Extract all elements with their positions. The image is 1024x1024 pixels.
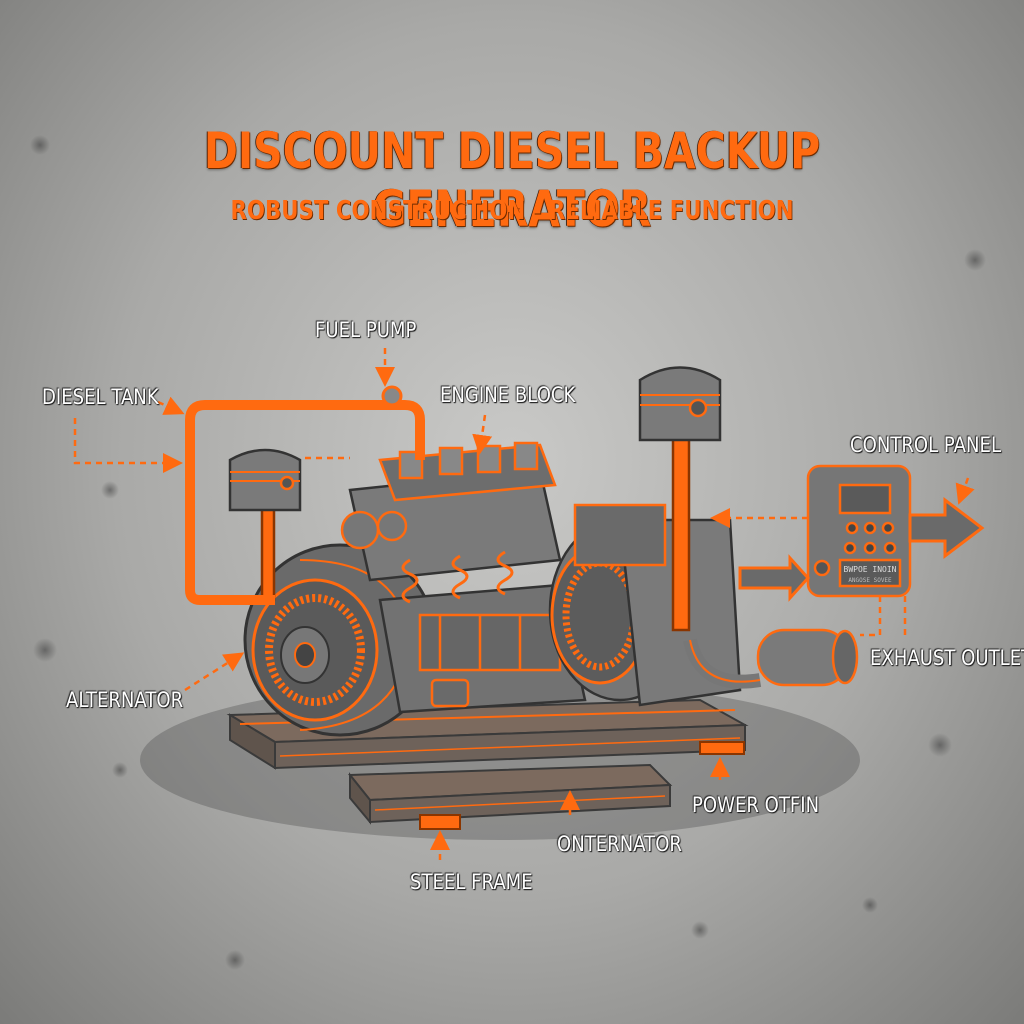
alternator-drum bbox=[243, 543, 437, 737]
label-exhaust-outlet: EXHAUST OUTLET bbox=[870, 646, 1024, 670]
piston-right bbox=[638, 366, 722, 632]
grunge-stains bbox=[30, 135, 986, 970]
input-arrow-icon bbox=[738, 554, 811, 602]
piston-left bbox=[228, 448, 302, 602]
exhaust-muffler bbox=[683, 628, 859, 689]
label-steel-frame: STEEL FRAME bbox=[410, 870, 533, 894]
fuel-pipe bbox=[185, 400, 425, 605]
label-power-otfin: POWER OTFIN bbox=[692, 793, 820, 817]
panel-text-line1: BWPOE INOIN bbox=[844, 565, 897, 574]
label-diesel-tank: DIESEL TANK bbox=[42, 385, 159, 409]
leader-lines bbox=[73, 348, 975, 860]
page-subtitle: ROBUST CONSTRUCTION - RELIABLE FUNCTION bbox=[230, 196, 794, 226]
label-alternator: ALTERNATOR bbox=[66, 688, 184, 712]
steel-frame bbox=[226, 698, 749, 830]
panel-text-line2: ANGOSE SOVEE bbox=[848, 577, 892, 584]
engine-crankcase bbox=[378, 583, 587, 714]
fuel-pump-fitting bbox=[381, 385, 403, 407]
label-engine-block: ENGINE BLOCK bbox=[440, 383, 576, 407]
page-title: DISCOUNT DIESEL BACKUP GENERATOR bbox=[203, 122, 821, 238]
flywheel-housing bbox=[548, 503, 742, 707]
output-arrow-icon bbox=[908, 496, 985, 560]
label-control-panel: CONTROL PANEL bbox=[850, 433, 1002, 457]
engine-block bbox=[340, 441, 562, 604]
label-onternator: ONTERNATOR bbox=[557, 832, 682, 856]
label-fuel-pump: FUEL PUMP bbox=[315, 318, 417, 342]
control-panel-box: BWPOE INOIN ANGOSE SOVEE bbox=[806, 464, 912, 598]
